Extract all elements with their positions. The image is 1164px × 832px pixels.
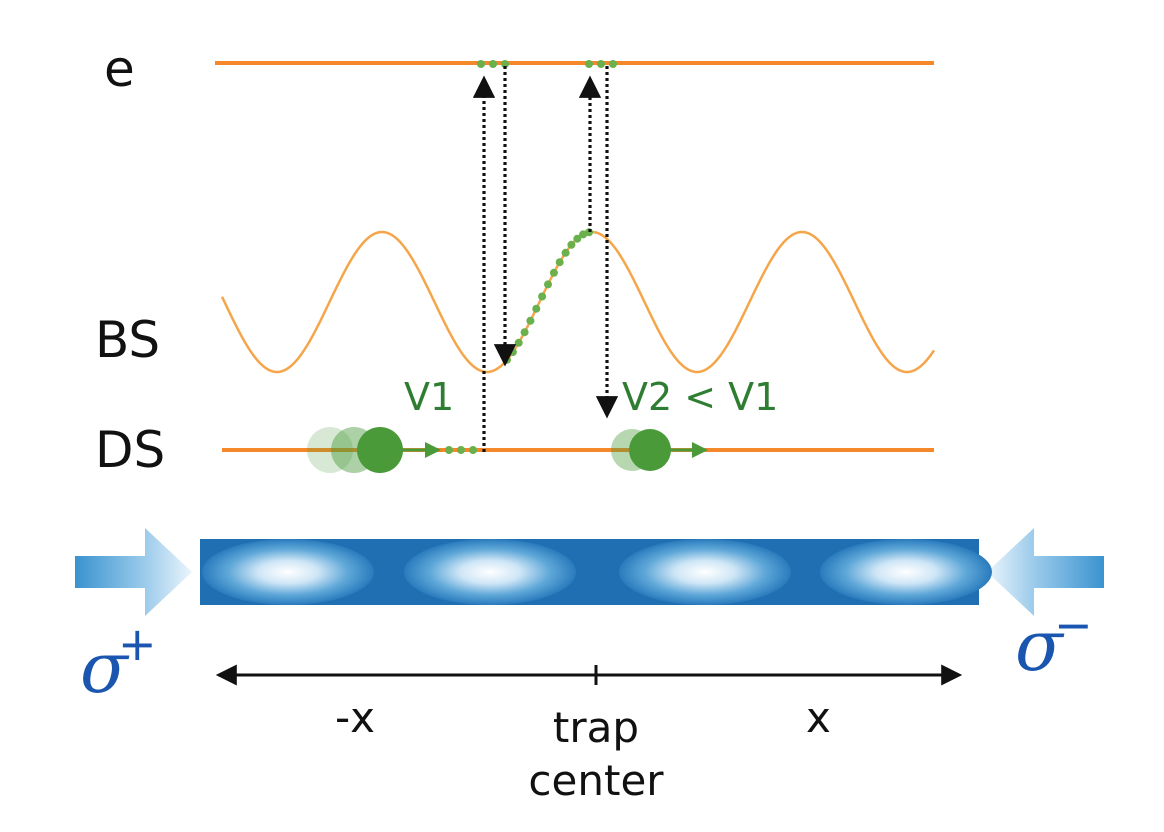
atom-v1-icon (307, 427, 477, 473)
trajectory-dot (573, 234, 582, 243)
atom-v2-icon (611, 429, 708, 471)
atom-trajectory-dots (503, 228, 593, 364)
intensity-maximum (820, 539, 992, 605)
standing-wave-bar (200, 539, 992, 605)
svg-text:+: + (118, 617, 157, 671)
trap-center-label-line1: trap (553, 703, 639, 752)
intensity-maximum (404, 539, 576, 605)
trajectory-dot (567, 240, 576, 249)
sigma-plus-beam-arrow-icon (75, 528, 192, 616)
trajectory-dot (520, 328, 529, 337)
sigma-minus-label: σ − (1015, 598, 1093, 687)
trajectory-dot (532, 304, 541, 313)
excited-state-dots (477, 60, 617, 68)
trajectory-dot (514, 338, 523, 347)
svg-text:−: − (1054, 598, 1093, 652)
sigma-plus-label: σ + (80, 617, 157, 709)
trajectory-dot (526, 316, 535, 325)
trajectory-dot (555, 258, 564, 267)
intensity-maximum (619, 539, 791, 605)
intensity-maximum (202, 539, 374, 605)
trajectory-dot (508, 348, 517, 357)
sigma-minus-beam-arrow-icon (987, 528, 1104, 616)
bright-state-potential-curve (220, 230, 936, 374)
neg-x-label: -x (335, 693, 375, 742)
trajectory-dot (538, 292, 547, 301)
bright-state-label: BS (95, 311, 160, 369)
pos-x-label: x (806, 693, 831, 742)
dark-state-label: DS (95, 421, 165, 479)
excited-state-label: e (104, 40, 135, 98)
trajectory-dot (561, 248, 570, 257)
svg-text:σ: σ (1015, 605, 1065, 687)
velocity-v2-label: V2 < V1 (622, 375, 778, 419)
trajectory-dot (544, 280, 552, 289)
velocity-v1-label: V1 (404, 375, 454, 419)
trap-center-label-line2: center (528, 756, 664, 805)
svg-text:σ: σ (80, 627, 130, 709)
trajectory-dot (549, 268, 558, 277)
